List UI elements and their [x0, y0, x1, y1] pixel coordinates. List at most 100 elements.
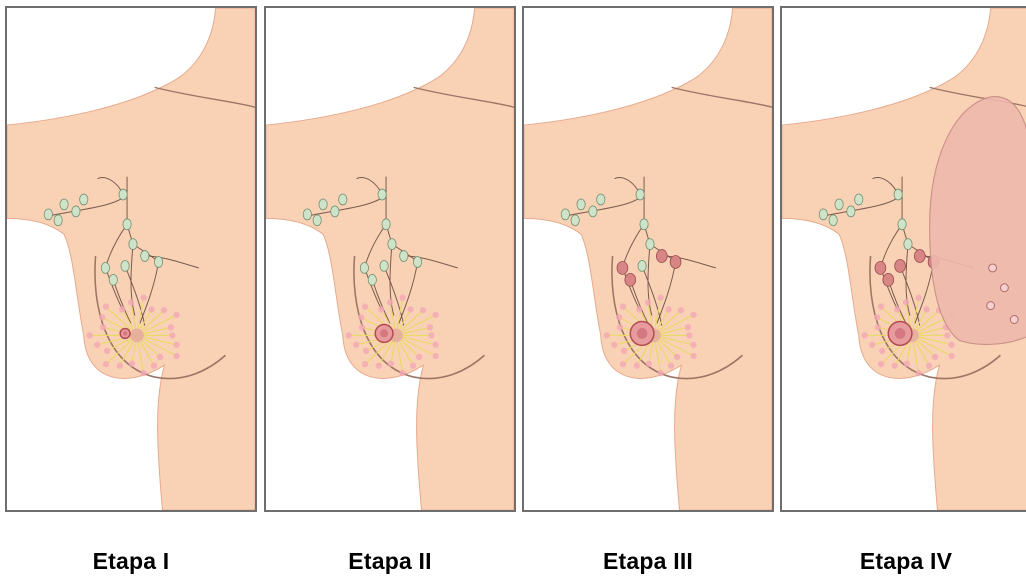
- lobule: [103, 303, 109, 309]
- lobule: [915, 370, 921, 376]
- lobule: [948, 353, 954, 359]
- lobule: [387, 299, 393, 305]
- lobule: [657, 295, 663, 301]
- lobule: [690, 312, 696, 318]
- lobule: [668, 363, 674, 369]
- lobule: [432, 312, 438, 318]
- lymph-node: [378, 189, 386, 200]
- lobule: [173, 312, 179, 318]
- illustration: [782, 8, 1026, 510]
- lobule: [894, 306, 900, 312]
- lobule: [140, 370, 146, 376]
- lymph-node: [561, 209, 569, 220]
- affected-lymph-node: [617, 261, 628, 274]
- lymph-node: [413, 257, 421, 268]
- lymph-node: [313, 215, 321, 226]
- lobule: [869, 342, 875, 348]
- lobule: [399, 370, 405, 376]
- lobule: [362, 303, 368, 309]
- lobule: [620, 361, 626, 367]
- stage-3-label: Etapa III: [522, 548, 774, 575]
- lobule: [903, 299, 909, 305]
- lobule: [359, 324, 365, 330]
- tumor-core: [380, 329, 388, 337]
- lobule: [103, 361, 109, 367]
- lobule: [168, 324, 174, 330]
- body-silhouette: [7, 8, 255, 510]
- lymph-node: [904, 239, 912, 250]
- lobule: [432, 342, 438, 348]
- lobule: [388, 360, 394, 366]
- lymph-node: [368, 274, 376, 285]
- lobule: [358, 314, 364, 320]
- affected-lymph-node: [875, 261, 886, 274]
- lobule: [416, 354, 422, 360]
- lobule: [119, 306, 125, 312]
- lymph-node: [121, 260, 129, 271]
- lymph-node: [123, 219, 131, 230]
- lymph-node: [400, 251, 408, 262]
- lobule: [686, 332, 692, 338]
- lobule: [879, 348, 885, 354]
- lymph-node: [898, 219, 906, 230]
- lymph-node: [360, 262, 368, 273]
- lymph-node: [380, 260, 388, 271]
- lymph-node: [129, 239, 137, 250]
- lobule: [161, 307, 167, 313]
- lymph-node: [109, 274, 117, 285]
- lobule: [621, 348, 627, 354]
- stage-4-panel: [780, 6, 1026, 512]
- lymph-node: [597, 194, 605, 205]
- lobule: [378, 306, 384, 312]
- affected-lymph-node: [656, 250, 667, 263]
- lobule: [140, 295, 146, 301]
- lobule: [915, 295, 921, 301]
- lymph-node: [638, 260, 646, 271]
- affected-lymph-node: [625, 273, 636, 286]
- lymph-node: [303, 209, 311, 220]
- affected-lymph-node: [670, 256, 681, 269]
- lymph-node: [119, 189, 127, 200]
- lobule: [878, 303, 884, 309]
- lobule: [151, 363, 157, 369]
- stage-2-panel: [264, 6, 516, 512]
- lymph-node: [382, 219, 390, 230]
- lobule: [363, 348, 369, 354]
- lymph-node: [640, 219, 648, 230]
- lobule: [353, 342, 359, 348]
- lobule: [99, 314, 105, 320]
- lobule: [157, 354, 163, 360]
- lobule: [420, 307, 426, 313]
- affected-lymph-node: [883, 273, 894, 286]
- lymph-node: [819, 209, 827, 220]
- lobule: [926, 363, 932, 369]
- lymph-node: [835, 199, 843, 210]
- lobule: [878, 361, 884, 367]
- lymph-node: [141, 251, 149, 262]
- lobule: [100, 324, 106, 330]
- lymph-node: [894, 189, 902, 200]
- illustration: [7, 8, 255, 510]
- illustration: [524, 8, 772, 510]
- lobule: [428, 332, 434, 338]
- lobule: [173, 353, 179, 359]
- lobule: [376, 363, 382, 369]
- lobule: [616, 314, 622, 320]
- lobule: [117, 363, 123, 369]
- lymph-node: [388, 239, 396, 250]
- lobule: [399, 295, 405, 301]
- nipple: [130, 328, 144, 342]
- lymph-node: [571, 215, 579, 226]
- metastasis-nodule: [1010, 316, 1018, 324]
- lymph-node: [72, 206, 80, 217]
- illustration: [266, 8, 514, 510]
- lobule: [410, 363, 416, 369]
- lobule: [611, 342, 617, 348]
- lobule: [646, 360, 652, 366]
- lymph-node: [339, 194, 347, 205]
- lobule: [904, 360, 910, 366]
- metastasis-nodule: [1000, 284, 1008, 292]
- lymph-node: [44, 209, 52, 220]
- lobule: [346, 332, 352, 338]
- lymph-node: [319, 199, 327, 210]
